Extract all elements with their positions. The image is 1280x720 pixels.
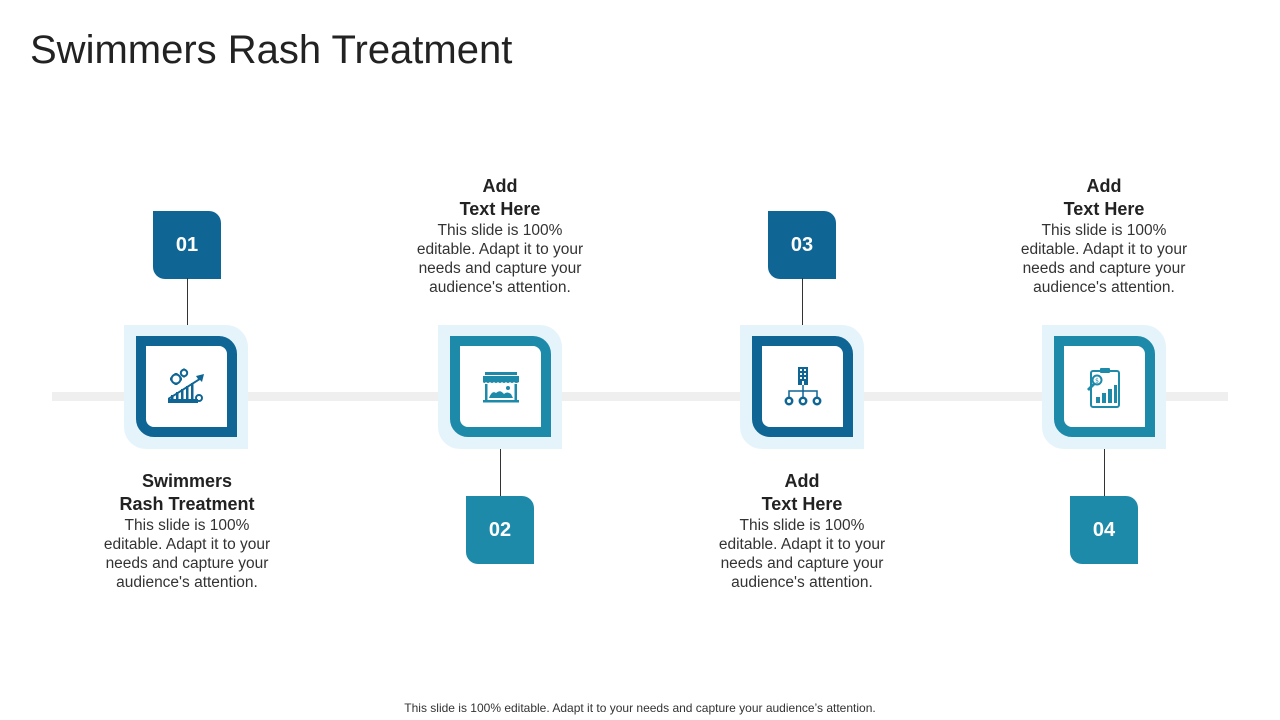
step-text: Add Text Here This slide is 100% editabl… — [702, 470, 902, 592]
step-text: Add Text Here This slide is 100% editabl… — [1004, 175, 1204, 297]
growth-chart-gears-icon — [167, 368, 204, 403]
step-number-badge: 02 — [466, 496, 534, 564]
step-number-badge: 04 — [1070, 496, 1138, 564]
icon-frame — [438, 325, 562, 449]
page-title: Swimmers Rash Treatment — [30, 28, 513, 72]
icon-frame — [124, 325, 248, 449]
step-text: Swimmers Rash Treatment This slide is 10… — [87, 470, 287, 592]
clipboard-analytics-icon: $ — [1086, 367, 1120, 408]
icon-frame — [740, 325, 864, 449]
storefront-icon — [482, 371, 519, 402]
connector-line — [500, 449, 501, 496]
step-text: Add Text Here This slide is 100% editabl… — [400, 175, 600, 297]
step-description: This slide is 100% editable. Adapt it to… — [718, 517, 886, 591]
building-network-icon — [784, 366, 821, 405]
step-heading: Add Text Here — [1063, 176, 1145, 219]
icon-frame-inner — [752, 336, 853, 437]
step-heading: Add Text Here — [459, 176, 541, 219]
step-number-badge: 03 — [768, 211, 836, 279]
step-description: This slide is 100% editable. Adapt it to… — [1020, 222, 1188, 296]
icon-frame: $ — [1042, 325, 1166, 449]
timeline-bar — [52, 392, 1228, 401]
icon-frame-inner — [450, 336, 551, 437]
connector-line — [187, 278, 188, 325]
step-description: This slide is 100% editable. Adapt it to… — [416, 222, 584, 296]
icon-frame-inner — [136, 336, 237, 437]
step-heading: Swimmers Rash Treatment — [119, 471, 255, 514]
step-heading: Add Text Here — [761, 471, 843, 514]
connector-line — [1104, 449, 1105, 496]
step-number-badge: 01 — [153, 211, 221, 279]
icon-frame-inner: $ — [1054, 336, 1155, 437]
svg-text:$: $ — [1095, 377, 1099, 384]
step-description: This slide is 100% editable. Adapt it to… — [103, 517, 271, 591]
footer-note: This slide is 100% editable. Adapt it to… — [404, 701, 876, 715]
connector-line — [802, 278, 803, 325]
